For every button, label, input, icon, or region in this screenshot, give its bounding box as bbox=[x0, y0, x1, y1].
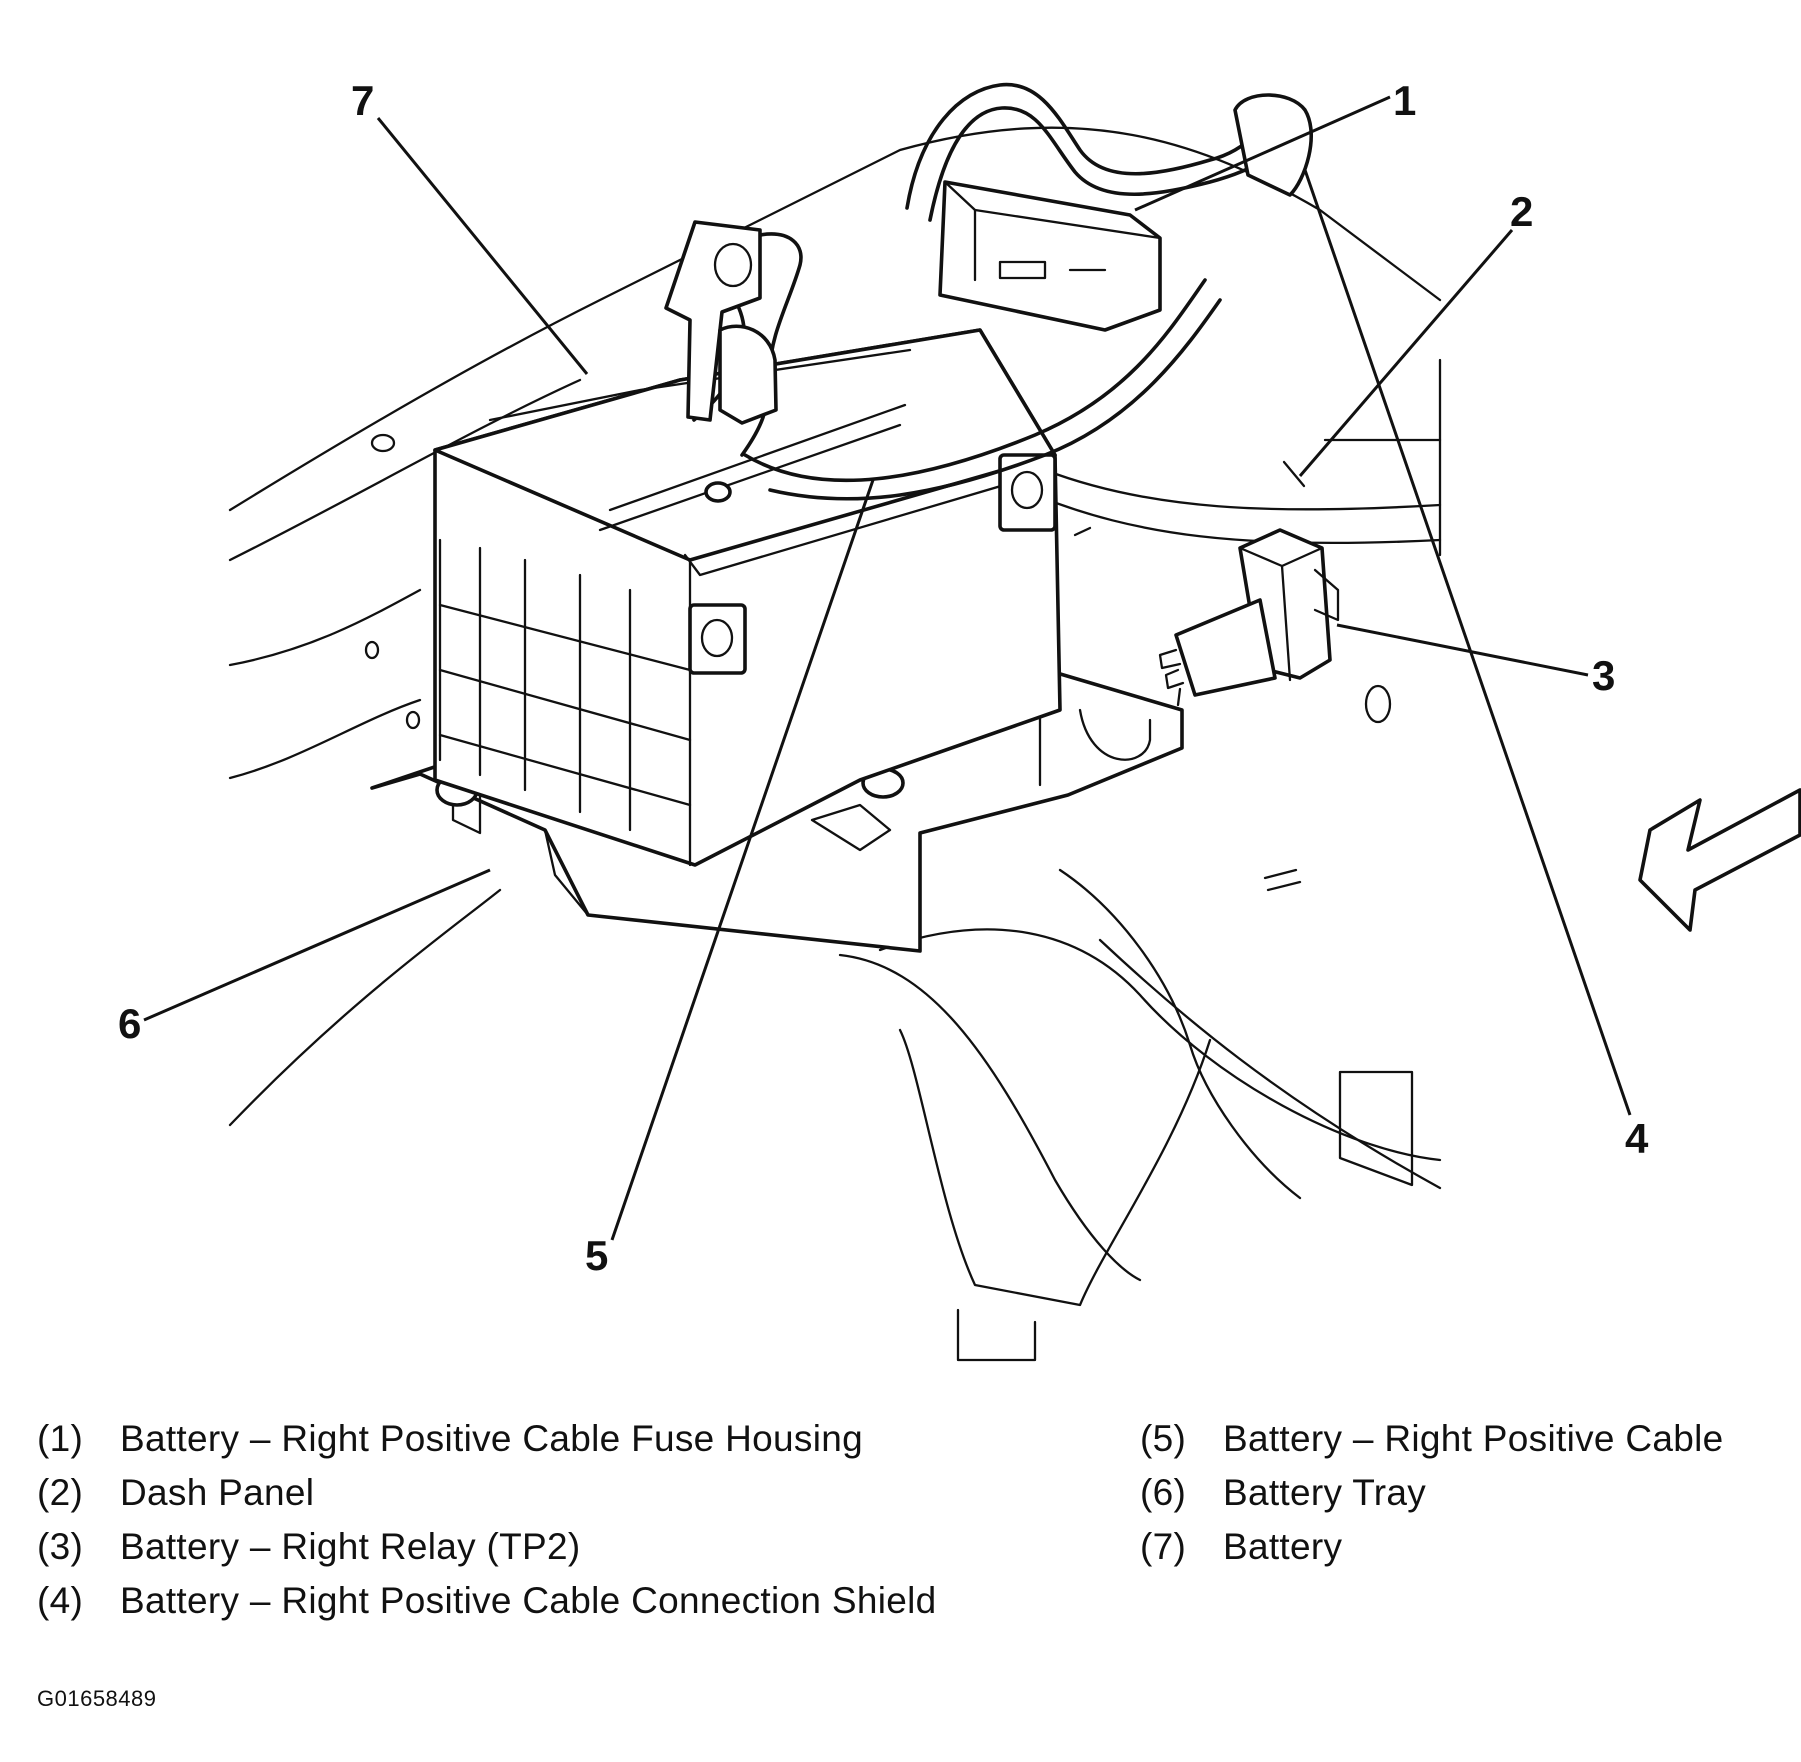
legend-text: Battery – Right Positive Cable Connectio… bbox=[120, 1580, 937, 1621]
legend-text: Battery – Right Positive Cable bbox=[1223, 1418, 1724, 1459]
callout-7: 7 bbox=[351, 77, 374, 124]
legend-item: (7) Battery bbox=[1140, 1520, 1800, 1574]
direction-arrow-icon bbox=[1638, 788, 1801, 932]
legend-right-column: (5) Battery – Right Positive Cable (6) B… bbox=[1140, 1412, 1800, 1574]
callout-1: 1 bbox=[1393, 77, 1416, 124]
callout-4: 4 bbox=[1625, 1115, 1649, 1162]
battery-terminal-rear bbox=[998, 453, 1057, 532]
battery-drawing bbox=[433, 328, 1062, 867]
battery-cell-grid bbox=[438, 538, 692, 832]
legend-number: (1) bbox=[37, 1418, 84, 1459]
leader-line-1 bbox=[1134, 95, 1391, 212]
callout-3: 3 bbox=[1592, 652, 1615, 699]
legend-left-column: (1) Battery – Right Positive Cable Fuse … bbox=[37, 1412, 937, 1628]
legend-number: (4) bbox=[37, 1580, 84, 1621]
leader-line-4 bbox=[1303, 169, 1632, 1116]
legend-number: (7) bbox=[1140, 1526, 1187, 1567]
callout-5: 5 bbox=[585, 1232, 608, 1279]
legend-item: (1) Battery – Right Positive Cable Fuse … bbox=[37, 1412, 937, 1466]
leader-lines bbox=[143, 95, 1632, 1241]
leader-line-6 bbox=[143, 868, 491, 1022]
battery-terminal-front bbox=[688, 603, 747, 675]
callout-2: 2 bbox=[1510, 188, 1533, 235]
figure-id: G01658489 bbox=[37, 1686, 157, 1711]
legend-text: Dash Panel bbox=[120, 1472, 315, 1513]
legend-item: (5) Battery – Right Positive Cable bbox=[1140, 1412, 1800, 1466]
battery-location-diagram: 1 2 3 4 5 6 7 bbox=[118, 77, 1801, 1362]
legend-number: (5) bbox=[1140, 1418, 1187, 1459]
relay-drawing bbox=[1158, 528, 1340, 707]
legend-number: (2) bbox=[37, 1472, 84, 1513]
legend-text: Battery bbox=[1223, 1526, 1343, 1567]
legend-item: (3) Battery – Right Relay (TP2) bbox=[37, 1520, 937, 1574]
leader-line-3 bbox=[1336, 623, 1589, 677]
leader-line-2 bbox=[1298, 229, 1514, 477]
legend-item: (4) Battery – Right Positive Cable Conne… bbox=[37, 1574, 937, 1628]
legend-number: (3) bbox=[37, 1526, 84, 1567]
legend-item: (2) Dash Panel bbox=[37, 1466, 937, 1520]
legend-text: Battery – Right Relay (TP2) bbox=[120, 1526, 581, 1567]
leader-line-5 bbox=[610, 479, 875, 1241]
leader-line-7 bbox=[376, 117, 589, 375]
legend-item: (6) Battery Tray bbox=[1140, 1466, 1800, 1520]
fuse-housing-drawing bbox=[938, 180, 1162, 332]
callout-6: 6 bbox=[118, 1000, 141, 1047]
legend-text: Battery – Right Positive Cable Fuse Hous… bbox=[120, 1418, 863, 1459]
callout-labels: 1 2 3 4 5 6 7 bbox=[118, 77, 1649, 1279]
legend-number: (6) bbox=[1140, 1472, 1187, 1513]
battery-cable-drawing bbox=[664, 82, 1314, 501]
legend-text: Battery Tray bbox=[1223, 1472, 1427, 1513]
